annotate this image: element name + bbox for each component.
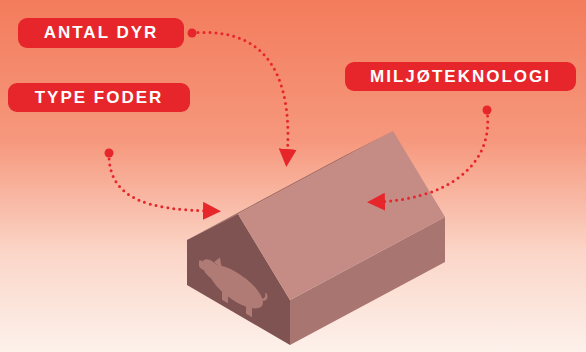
leader-dot <box>483 106 492 115</box>
leader-arrow <box>109 153 212 211</box>
barn <box>187 131 445 345</box>
leader-arrow <box>192 32 288 158</box>
label-pill: ANTAL DYR <box>18 18 184 48</box>
pill-text: ANTAL DYR <box>44 23 159 43</box>
pill-text: TYPE FODER <box>35 88 164 108</box>
pig-silhouette <box>199 245 267 325</box>
leader-lines <box>109 32 488 211</box>
roof-right <box>238 131 445 300</box>
label-pill: TYPE FODER <box>8 83 190 112</box>
pill-text: MILJØTEKNOLOGI <box>370 67 551 87</box>
leader-dot <box>105 149 114 158</box>
label-pill: MILJØTEKNOLOGI <box>345 62 576 91</box>
leader-arrow <box>376 110 488 202</box>
leader-dot <box>188 29 197 38</box>
